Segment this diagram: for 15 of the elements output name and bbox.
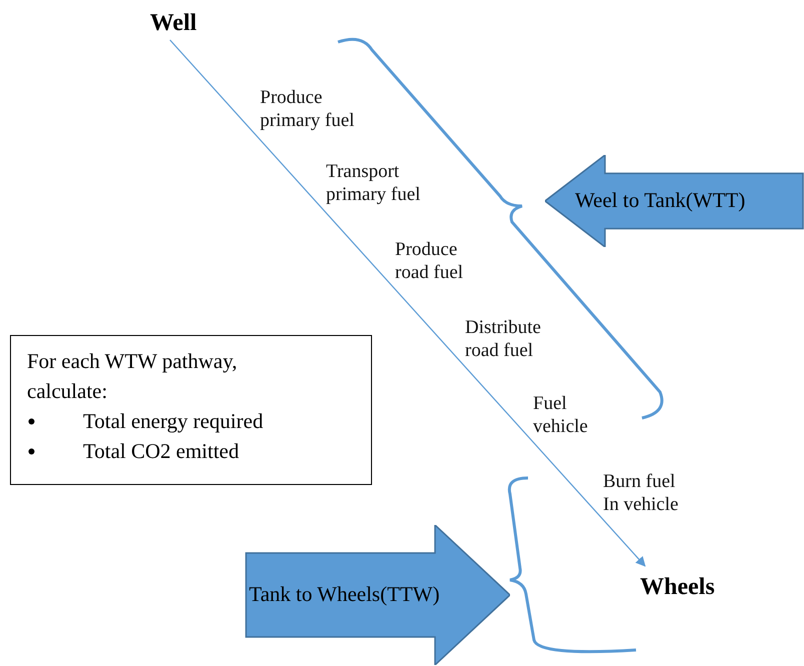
step-label: Produce road fuel: [395, 238, 464, 284]
arrow: [170, 40, 646, 567]
node-label: Wheels: [640, 574, 715, 600]
note-box: [10, 335, 372, 485]
step-label: Transport primary fuel: [326, 160, 422, 206]
arrow-label: Weel to Tank(WTT): [575, 188, 746, 213]
bullet-text: Total CO2 emitted: [83, 439, 240, 463]
bullet-text: Total energy required: [83, 409, 264, 433]
step-label: Distribute road fuel: [465, 316, 542, 362]
node-label: Well: [150, 10, 197, 36]
step-label: Produce primary fuel: [260, 86, 356, 132]
arrow-label: Tank to Wheels(TTW): [249, 582, 440, 607]
note-text: For each WTW pathway, calculate:: [27, 348, 238, 405]
step-label: Burn fuel In vehicle: [603, 470, 680, 516]
step-label: Fuel vehicle: [533, 392, 589, 438]
